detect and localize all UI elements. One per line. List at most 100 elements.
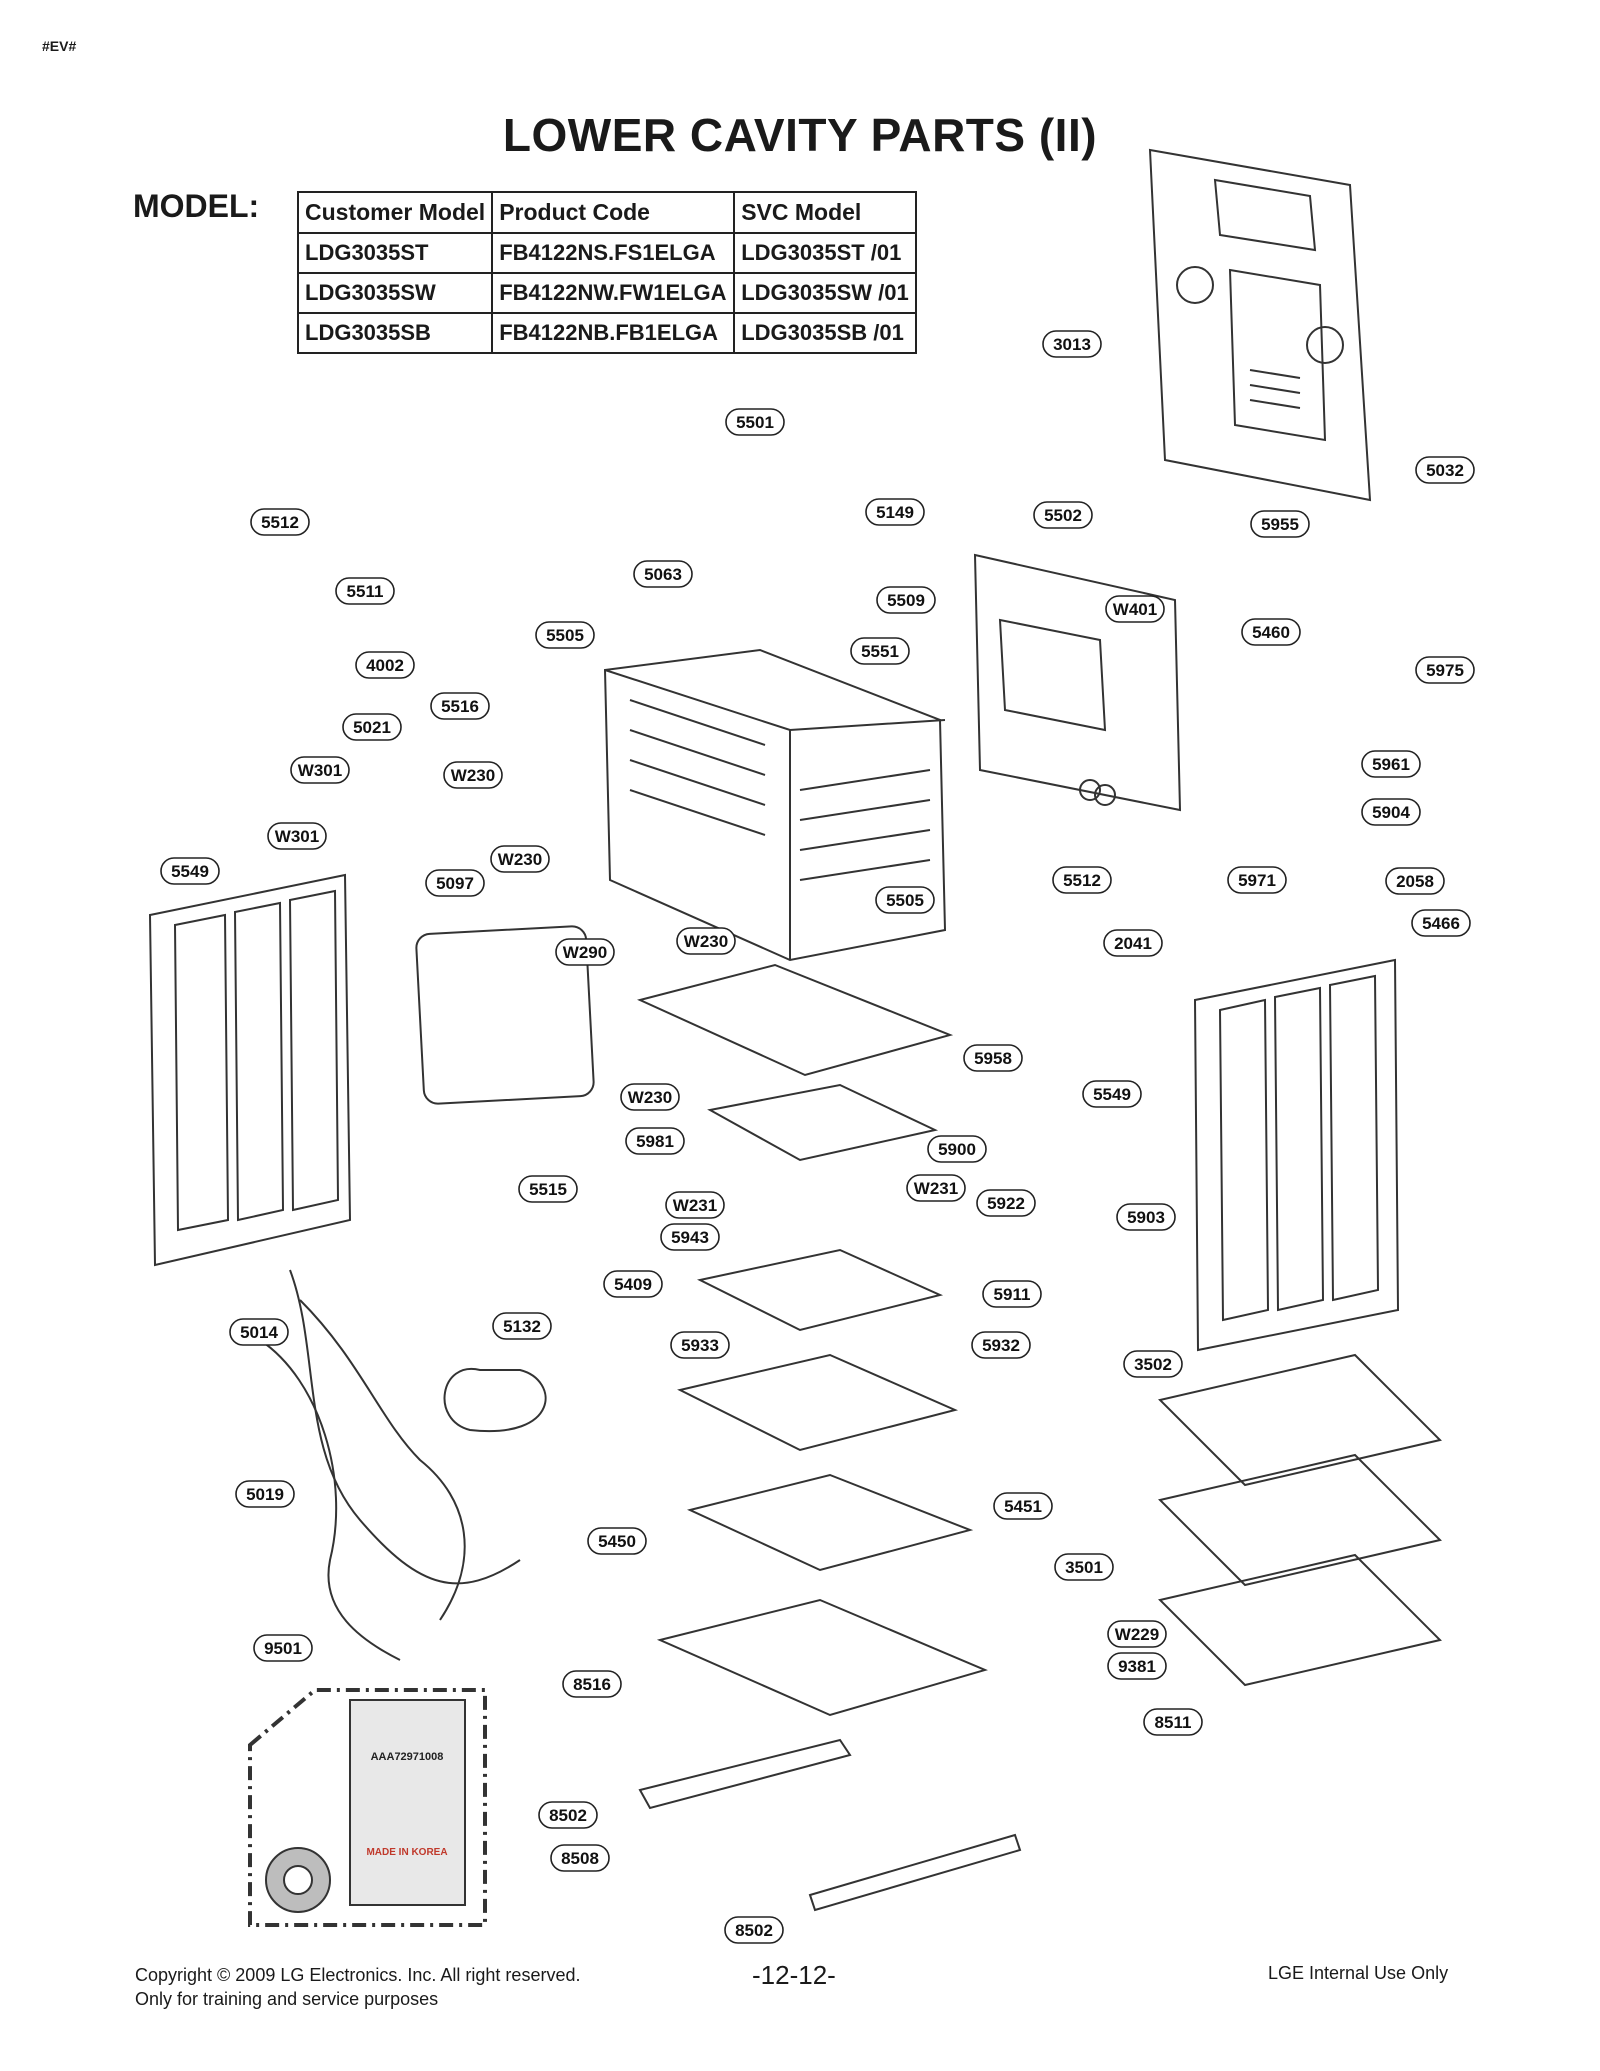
model-table: Customer Model Product Code SVC Model LD… — [296, 191, 917, 354]
part-callout: 5501 — [725, 408, 785, 436]
column-header: Customer Model — [296, 191, 494, 234]
callout-label: 5551 — [861, 642, 899, 661]
callout-label: 5932 — [982, 1336, 1020, 1355]
part-callout: 5511 — [335, 577, 395, 605]
part-callout: 2041 — [1103, 929, 1163, 957]
table-cell: LDG3035ST /01 — [733, 232, 917, 274]
callout-label: 5509 — [887, 591, 925, 610]
callout-pill — [1054, 1553, 1114, 1581]
callout-pill — [1227, 866, 1287, 894]
part-callout: 5922 — [976, 1189, 1036, 1217]
callout-pill — [971, 1331, 1031, 1359]
part-callout: 5961 — [1361, 750, 1421, 778]
callout-label: 5971 — [1238, 871, 1276, 890]
part-callout: 5903 — [1116, 1203, 1176, 1231]
column-header: Product Code — [491, 191, 736, 234]
kit-origin-label: MADE IN KOREA — [366, 1847, 447, 1858]
callout-pill — [587, 1527, 647, 1555]
callout-label: 5900 — [938, 1140, 976, 1159]
left-side-panel-drawing — [148, 873, 352, 1267]
part-callout: 5516 — [430, 692, 490, 720]
callout-label: W301 — [298, 761, 342, 780]
callout-label: W230 — [684, 932, 728, 951]
part-callout: 5019 — [235, 1480, 295, 1508]
part-callout: 5958 — [963, 1044, 1023, 1072]
callout-pill — [1123, 1350, 1183, 1378]
part-callout: 5900 — [927, 1135, 987, 1163]
callout-label: 5032 — [1426, 461, 1464, 480]
callout-label: 3013 — [1053, 335, 1091, 354]
callout-label: 3502 — [1134, 1355, 1172, 1374]
callout-label: 5516 — [441, 697, 479, 716]
part-callout: 8516 — [562, 1670, 622, 1698]
callout-label: 5409 — [614, 1275, 652, 1294]
callout-label: 5961 — [1372, 755, 1410, 774]
part-callout: W301 — [290, 756, 350, 784]
page-title: LOWER CAVITY PARTS (II) — [502, 109, 1098, 161]
callout-pill — [670, 1331, 730, 1359]
callout-pill — [875, 886, 935, 914]
part-callout: 5460 — [1241, 618, 1301, 646]
callout-label: 8502 — [549, 1806, 587, 1825]
callout-label: 5549 — [1093, 1085, 1131, 1104]
callout-pill — [633, 560, 693, 588]
table-cell: LDG3035ST — [296, 232, 494, 274]
model-label: MODEL: — [133, 188, 260, 224]
callout-pill — [976, 1189, 1036, 1217]
part-callout: 8502 — [724, 1916, 784, 1944]
callout-label: 9381 — [1118, 1657, 1156, 1676]
right-side-panel-drawing — [1193, 958, 1400, 1352]
part-callout: 5149 — [865, 498, 925, 526]
part-callout: 5515 — [518, 1175, 578, 1203]
callout-pill — [535, 621, 595, 649]
table-cell: LDG3035SW /01 — [733, 272, 917, 314]
table-cell: FB4122NS.FS1ELGA — [491, 232, 736, 274]
callout-pill — [355, 651, 415, 679]
callout-label: 5097 — [436, 874, 474, 893]
callout-pill — [1107, 1652, 1167, 1680]
callout-label: 5512 — [1063, 871, 1101, 890]
callout-label: 4002 — [366, 656, 404, 675]
kit-bag-label: AAA72971008 — [371, 1751, 444, 1763]
callout-pill — [425, 869, 485, 897]
callout-label: 5904 — [1372, 803, 1410, 822]
callout-pill — [724, 1916, 784, 1944]
callout-label: W230 — [451, 766, 495, 785]
callout-label: 5450 — [598, 1532, 636, 1551]
callout-pill — [660, 1223, 720, 1251]
rear-frame-drawing — [973, 553, 1182, 812]
part-callout: 5549 — [160, 857, 220, 885]
page-number: -12-12- — [752, 1960, 836, 1990]
callout-pill — [1415, 456, 1475, 484]
table-row: LDG3035SW FB4122NW.FW1ELGA LDG3035SW /01 — [296, 272, 917, 314]
part-callout: 5505 — [535, 621, 595, 649]
callout-pill — [1105, 595, 1165, 623]
callout-label: 5460 — [1252, 623, 1290, 642]
part-callout: 8508 — [550, 1844, 610, 1872]
footer-copyright: Copyright © 2009 LG Electronics. Inc. Al… — [135, 1963, 580, 2011]
part-callout: 5971 — [1227, 866, 1287, 894]
part-callout: 4002 — [355, 651, 415, 679]
part-callout: 3013 — [1042, 330, 1102, 358]
callout-label: 5975 — [1426, 661, 1464, 680]
callout-pill — [538, 1801, 598, 1829]
callout-pill — [1241, 618, 1301, 646]
table-cell: LDG3035SB — [296, 312, 494, 354]
callout-pill — [665, 1191, 725, 1219]
callout-label: 5021 — [353, 718, 391, 737]
callout-label: 5502 — [1044, 506, 1082, 525]
part-callout: 8511 — [1143, 1708, 1203, 1736]
callout-label: W301 — [275, 827, 319, 846]
copyright-text: Copyright © 2009 LG Electronics. Inc. Al… — [135, 1965, 581, 1985]
callout-pill — [253, 1634, 313, 1662]
callout-label: 5903 — [1127, 1208, 1165, 1227]
callout-label: 2041 — [1114, 934, 1152, 953]
part-callout: W230 — [443, 761, 503, 789]
callout-label: 5014 — [240, 1323, 278, 1342]
callout-label: W230 — [498, 850, 542, 869]
callout-label: 5501 — [736, 413, 774, 432]
callout-label: 2058 — [1396, 872, 1434, 891]
part-callout: 5063 — [633, 560, 693, 588]
bottom-plates-drawing — [637, 963, 1022, 1912]
